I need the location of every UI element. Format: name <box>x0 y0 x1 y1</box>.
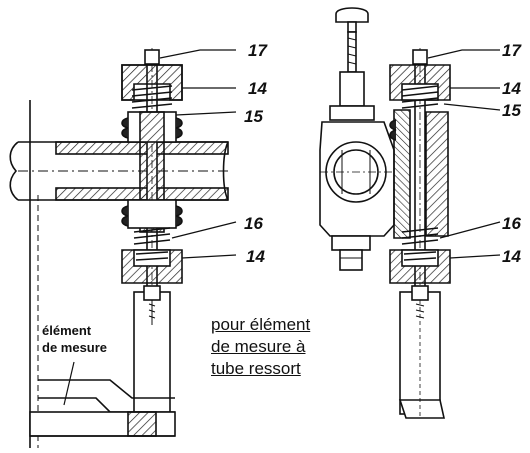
callout-17-left: 17 <box>248 41 268 60</box>
right-measuring-tube <box>398 285 445 419</box>
element-pointer <box>63 361 75 406</box>
callout-17-right: 17 <box>502 41 522 60</box>
leader-15-right <box>443 103 501 111</box>
left-assembly <box>9 48 237 448</box>
leader-17-left <box>159 49 236 59</box>
top-spring <box>131 85 173 109</box>
valve-stem <box>339 31 365 107</box>
callout-labels-right: 17 14 15 16 14 <box>502 41 522 266</box>
callout-14-right-top: 14 <box>502 79 521 98</box>
horizontal-pipe <box>9 141 229 201</box>
callout-15-right: 15 <box>502 101 521 120</box>
caption: pour élément de mesure à tube ressort <box>211 314 351 380</box>
leader-16-left <box>171 221 237 239</box>
callout-14-left-top: 14 <box>248 79 267 98</box>
callout-16-left: 16 <box>244 214 263 233</box>
leader-16-right <box>439 221 501 239</box>
handwheel <box>335 7 369 33</box>
valve-body <box>319 105 395 271</box>
measuring-tube <box>133 285 171 433</box>
callout-15-left: 15 <box>244 107 263 126</box>
bottom-cap-14 <box>121 249 183 284</box>
right-lower-spring <box>401 227 439 245</box>
element-label-line2: de mesure <box>42 340 107 355</box>
element-label-line1: élément <box>42 323 92 338</box>
element-label: élément de mesure <box>42 323 107 355</box>
lower-spring <box>133 227 171 245</box>
right-bottom-cap-14 <box>389 249 451 284</box>
callout-labels-left: 17 14 15 16 14 <box>244 41 268 266</box>
caption-line2: de mesure à <box>211 337 306 356</box>
leader-14-right-bottom <box>449 254 501 259</box>
right-assembly <box>319 7 501 419</box>
leader-14-left-bottom <box>181 254 237 259</box>
callout-14-right-bottom: 14 <box>502 247 521 266</box>
leader-17-right <box>427 49 500 59</box>
leader-15-left <box>175 111 237 116</box>
right-top-cap-14 <box>389 64 451 109</box>
callout-14-left-bottom: 14 <box>246 247 265 266</box>
callout-16-right: 16 <box>502 214 521 233</box>
lower-seal <box>121 199 183 229</box>
caption-line1: pour élément <box>211 315 311 334</box>
connecting-pipe <box>389 109 449 239</box>
caption-line3: tube ressort <box>211 359 301 378</box>
base-element <box>29 379 176 437</box>
